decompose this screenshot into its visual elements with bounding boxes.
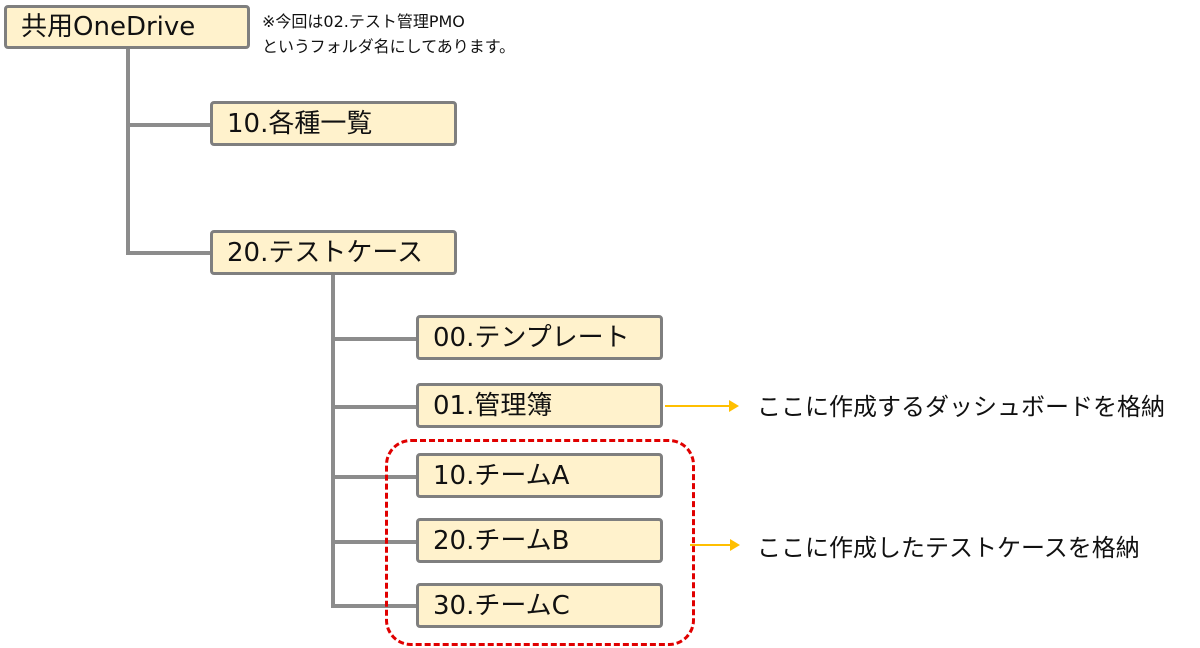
folder-node-team-b: 20.チームB (416, 518, 663, 563)
folder-node-team-c: 30.チームC (416, 583, 663, 628)
connector-to-00 (331, 337, 418, 341)
dashboard-arrow-head (729, 400, 739, 412)
folder-node-team-b-label: 20.チームB (433, 525, 570, 556)
testcase-arrow-line (690, 544, 732, 546)
connector-to-team-c (331, 604, 418, 608)
connector-20-vertical (331, 273, 335, 608)
connector-to-team-a (331, 475, 418, 479)
dashboard-callout: ここに作成するダッシュボードを格納 (757, 393, 1165, 421)
team-folders-group (385, 439, 695, 646)
testcase-callout: ここに作成したテストケースを格納 (757, 534, 1140, 562)
dashboard-arrow-line (665, 405, 731, 407)
folder-node-01-label: 01.管理簿 (433, 390, 553, 421)
folder-node-10: 10.各種一覧 (210, 101, 457, 146)
connector-to-20 (126, 251, 212, 255)
folder-node-root-label: 共用OneDrive (21, 12, 196, 42)
root-folder-note: ※今回は02.テスト管理PMO というフォルダ名にしてあります。 (262, 9, 515, 59)
folder-node-root: 共用OneDrive (4, 5, 250, 49)
connector-root-vertical (126, 47, 130, 253)
folder-node-01: 01.管理簿 (416, 383, 663, 428)
folder-node-team-c-label: 30.チームC (433, 590, 570, 621)
connector-to-team-b (331, 540, 418, 544)
folder-node-00-label: 00.テンプレート (433, 322, 630, 353)
folder-node-20-label: 20.テストケース (227, 237, 424, 268)
root-folder-note-line-2: というフォルダ名にしてあります。 (262, 37, 516, 56)
folder-node-10-label: 10.各種一覧 (227, 108, 373, 139)
testcase-arrow-head (730, 539, 740, 551)
folder-node-00: 00.テンプレート (416, 315, 663, 360)
connector-to-01 (331, 405, 418, 409)
folder-node-team-a-label: 10.チームA (433, 460, 570, 491)
folder-node-team-a: 10.チームA (416, 453, 663, 498)
root-folder-note-line-1: ※今回は02.テスト管理PMO (262, 12, 465, 31)
folder-node-20: 20.テストケース (210, 230, 457, 275)
connector-to-10 (126, 123, 212, 127)
